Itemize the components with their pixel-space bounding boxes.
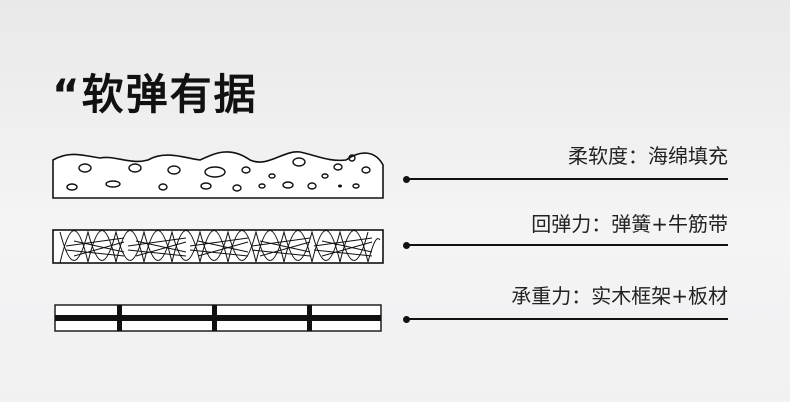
leader-dot-spring (403, 242, 410, 249)
frame-post (212, 305, 217, 331)
leader-dot-frame (403, 316, 410, 323)
leader-line-frame (408, 318, 728, 320)
label-frame: 承重力：实木框架+板材 (511, 284, 728, 308)
frame-beam (55, 315, 381, 321)
section-title: “软弹有据 (52, 70, 258, 119)
foam-layer-outline (52, 151, 384, 199)
leader-dot-foam (403, 176, 410, 183)
frame-layer-illustration (54, 304, 382, 332)
frame-post (117, 305, 122, 331)
frame-post (307, 305, 312, 331)
label-foam: 柔软度：海绵填充 (568, 144, 728, 168)
leader-line-foam (408, 178, 728, 180)
foam-layer-illustration (52, 151, 384, 199)
label-spring: 回弹力：弹簧+牛筋带 (531, 212, 728, 236)
spring-layer-illustration (52, 229, 384, 264)
leader-line-spring (408, 244, 728, 246)
